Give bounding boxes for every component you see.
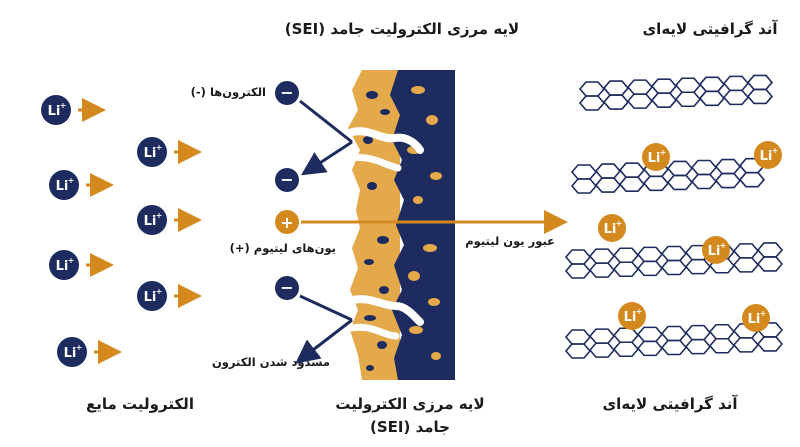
electrolyte-li-ion: Li+ — [49, 170, 79, 200]
li-charge: + — [76, 343, 83, 352]
li-symbol: Li — [708, 244, 721, 259]
sei-title-top: لایه مرزی الکترولیت جامد (SEI) — [284, 20, 520, 38]
anode-title-top: آند گرافیتی لایه‌ای — [642, 20, 778, 38]
li-charge: + — [616, 219, 623, 228]
li-symbol: Li — [648, 151, 661, 166]
electrolyte-li-ion: Li+ — [137, 281, 167, 311]
li-symbol: Li — [624, 310, 637, 325]
electrolyte-li-ion: Li+ — [137, 205, 167, 235]
electron-mid-sign: − — [280, 170, 293, 189]
li-symbol: Li — [760, 149, 773, 164]
electron-block-arrow-in — [299, 294, 353, 322]
sei-dark-pores — [407, 86, 442, 360]
anode-li-ion: Li+ — [702, 236, 730, 264]
anode-li-ion: Li+ — [598, 214, 626, 242]
electrolyte-li-ion: Li+ — [49, 250, 79, 280]
li-charge: + — [68, 176, 75, 185]
anode-li-ion: Li+ — [754, 141, 782, 169]
electron-mid: − — [275, 168, 299, 192]
li-charge: + — [156, 211, 163, 220]
electrolyte-li-ion: Li+ — [41, 95, 71, 125]
li-symbol: Li — [64, 346, 77, 361]
graphite-layer — [564, 336, 784, 359]
li-charge: + — [760, 309, 767, 318]
electron-bottom: − — [275, 276, 299, 300]
sei-channel-low2 — [348, 323, 400, 340]
graphite-layer — [570, 171, 766, 194]
li-charge: + — [156, 287, 163, 296]
graphite-layer — [578, 74, 774, 97]
anode-li-ion: Li+ — [618, 302, 646, 330]
electron-block-arrow-out — [295, 318, 353, 364]
sei-layer — [348, 70, 455, 380]
electron-arrow-in — [299, 99, 353, 144]
anode-li-ion: Li+ — [742, 304, 770, 332]
sei-channel-mid — [348, 153, 402, 172]
sei-title-bottom-line1: لایه مرزی الکترولیت — [335, 395, 485, 413]
li-charge: + — [720, 241, 727, 250]
li-symbol: Li — [48, 104, 61, 119]
li-charge: + — [60, 101, 67, 110]
li-charge: + — [156, 143, 163, 152]
electrolyte-ions: Li+Li+Li+Li+Li+Li+Li+ — [41, 95, 202, 367]
li-symbol: Li — [748, 312, 761, 327]
li-symbol: Li — [56, 259, 69, 274]
electron-bottom-sign: − — [280, 278, 293, 297]
li-symbol: Li — [604, 222, 617, 237]
lithium-ion-plus: + — [275, 210, 299, 234]
lithium-ions-label: یون‌های لیتیوم (+) — [229, 241, 336, 255]
graphite-layer — [578, 88, 774, 111]
anode-ions: Li+Li+Li+Li+Li+Li+ — [598, 141, 782, 332]
electron-top-sign: − — [280, 83, 293, 102]
lithium-ion-plus-sign: + — [280, 213, 293, 232]
ion-passage-label: عبور یون لیتیوم — [465, 234, 555, 248]
sei-channel-low — [348, 295, 424, 326]
electrolyte-li-ion: Li+ — [137, 137, 167, 167]
sei-channel-top — [348, 127, 424, 154]
li-charge: + — [68, 256, 75, 265]
li-charge: + — [772, 146, 779, 155]
graphite-anode — [564, 74, 784, 359]
electrolyte-li-ion: Li+ — [57, 337, 87, 367]
anode-li-ion: Li+ — [642, 143, 670, 171]
sei-title-bottom-line2: جامد (SEI) — [370, 418, 450, 436]
electron-top: − — [275, 81, 299, 105]
li-symbol: Li — [56, 179, 69, 194]
anode-title-bottom: آند گرافیتی لایه‌ای — [602, 395, 738, 413]
li-charge: + — [636, 307, 643, 316]
li-symbol: Li — [144, 214, 157, 229]
graphite-layer — [564, 256, 784, 279]
electrolyte-title-bottom: الکترولیت مایع — [86, 395, 194, 413]
li-charge: + — [660, 148, 667, 157]
li-symbol: Li — [144, 290, 157, 305]
electron-arrow-out — [300, 140, 353, 176]
electrons-label: الکترون‌ها (-) — [190, 85, 266, 99]
graphite-layer — [570, 157, 766, 180]
li-symbol: Li — [144, 146, 157, 161]
